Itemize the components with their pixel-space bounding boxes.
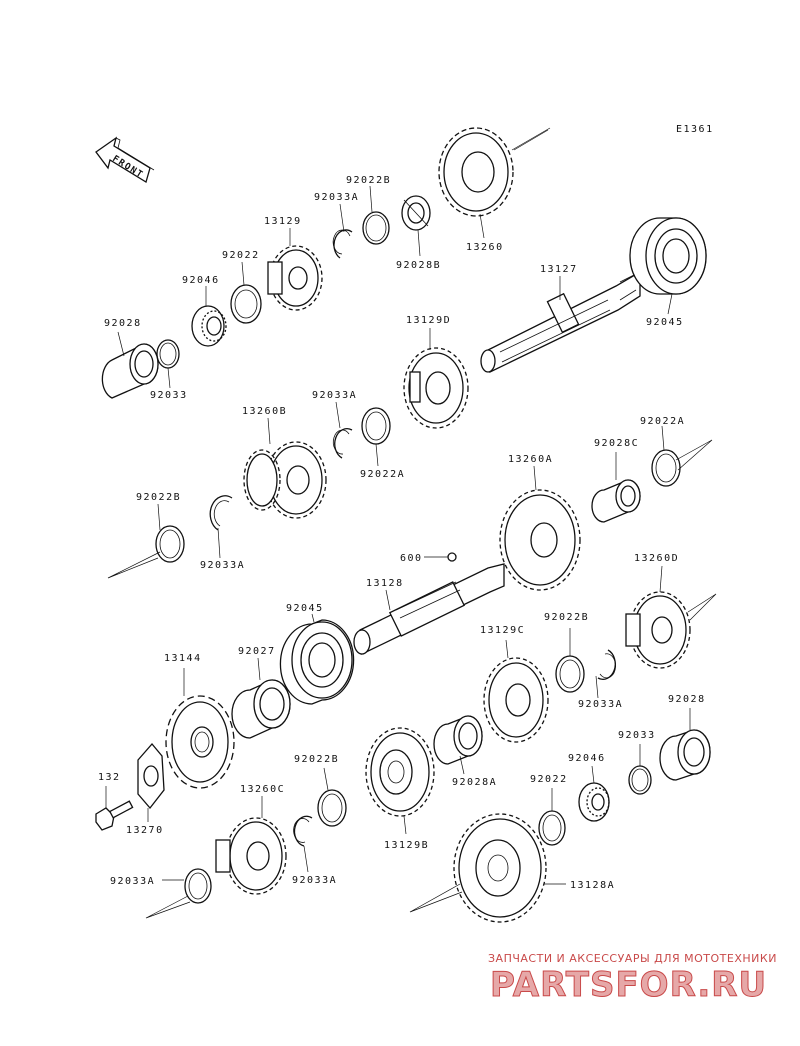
dowel-600 xyxy=(447,552,457,562)
label-92033: 92033 xyxy=(150,390,188,401)
label-92028b: 92028B xyxy=(396,260,441,271)
circlip-92033a-5 xyxy=(293,815,313,847)
collar-92027 xyxy=(231,679,291,739)
label-92045: 92045 xyxy=(646,317,684,328)
washer-92022b xyxy=(362,211,390,245)
label-92033a-3: 92033A xyxy=(200,560,245,571)
label-92028c: 92028C xyxy=(594,438,639,449)
label-92028: 92028 xyxy=(104,318,142,329)
label-13128a: 13128A xyxy=(570,880,615,891)
lock-plate-13270 xyxy=(137,742,165,810)
label-92022b-2: 92022B xyxy=(136,492,181,503)
label-600: 600 xyxy=(400,553,423,564)
needle-bearing-92046 xyxy=(191,305,227,347)
gear-13260 xyxy=(438,127,551,217)
label-92028a: 92028A xyxy=(452,777,497,788)
label-13260c: 13260C xyxy=(240,784,285,795)
label-13144: 13144 xyxy=(164,653,202,664)
label-13128: 13128 xyxy=(366,578,404,589)
label-92033a: 92033A xyxy=(314,192,359,203)
label-13270: 13270 xyxy=(126,825,164,836)
gear-13260d xyxy=(625,591,691,669)
gear-13128a xyxy=(453,813,547,923)
gear-13260b xyxy=(243,441,327,519)
label-92022b-3: 92022B xyxy=(544,612,589,623)
needle-bearing-92028b xyxy=(401,195,431,231)
shaft-13127 xyxy=(480,270,641,373)
watermark: ЗАПЧАСТИ И АКСЕССУАРЫ ДЛЯ МОТОТЕХНИКИ PA… xyxy=(488,952,777,1006)
circlip-92033a-2 xyxy=(334,428,353,459)
label-132: 132 xyxy=(98,772,121,783)
label-92027: 92027 xyxy=(238,646,276,657)
washer-92022b-4 xyxy=(317,789,347,827)
label-92033a-5: 92033A xyxy=(292,875,337,886)
shaft-13128 xyxy=(353,563,505,655)
label-13129b: 13129B xyxy=(384,840,429,851)
label-13129: 13129 xyxy=(264,216,302,227)
ball-bearing-92045-2 xyxy=(279,619,355,705)
label-92022b-4: 92022B xyxy=(294,754,339,765)
front-arrow: FRONT xyxy=(95,136,155,184)
label-92022a: 92022A xyxy=(360,469,405,480)
circlip-92033a xyxy=(333,229,353,259)
label-92022a-2: 92022A xyxy=(640,416,685,427)
gear-13260c xyxy=(215,817,287,895)
washer-92022 xyxy=(230,284,262,324)
circlip-92033a-3 xyxy=(209,495,233,531)
label-13127: 13127 xyxy=(540,264,578,275)
circlip-92033a-4 xyxy=(597,649,616,680)
ball-bearing-92045 xyxy=(629,217,707,295)
label-92022-2: 92022 xyxy=(530,774,568,785)
diagram-code: E1361 xyxy=(676,124,714,135)
gear-13129 xyxy=(267,245,323,311)
collar-92028c xyxy=(591,479,641,523)
label-13260b: 13260B xyxy=(242,406,287,417)
label-13260a: 13260A xyxy=(508,454,553,465)
label-92033a-6: 92033A xyxy=(110,876,155,887)
label-92033-2: 92033 xyxy=(618,730,656,741)
gear-13260a xyxy=(499,489,581,591)
label-92046-2: 92046 xyxy=(568,753,606,764)
label-13260d: 13260D xyxy=(634,553,679,564)
gear-13129c xyxy=(483,657,549,743)
label-92045-2: 92045 xyxy=(286,603,324,614)
label-13129c: 13129C xyxy=(480,625,525,636)
label-92022b: 92022B xyxy=(346,175,391,186)
watermark-subtitle: ЗАПЧАСТИ И АКСЕССУАРЫ ДЛЯ МОТОТЕХНИКИ xyxy=(488,952,777,965)
collar-92028 xyxy=(101,343,159,399)
label-13129d: 13129D xyxy=(406,315,451,326)
label-92033a-2: 92033A xyxy=(312,390,357,401)
watermark-brand: PARTSFOR.RU xyxy=(490,965,767,1005)
collar-92028-2 xyxy=(659,729,711,781)
sprocket-13144 xyxy=(165,695,235,789)
label-92022: 92022 xyxy=(222,250,260,261)
gear-13129d xyxy=(403,347,469,429)
label-92033a-4: 92033A xyxy=(578,699,623,710)
circlip-92033a-6 xyxy=(184,868,212,904)
gear-13129b xyxy=(365,727,435,817)
label-13260: 13260 xyxy=(466,242,504,253)
label-92028-2: 92028 xyxy=(668,694,706,705)
label-92046: 92046 xyxy=(182,275,220,286)
needle-bearing-92028a xyxy=(433,715,483,765)
needle-bearing-92046-2 xyxy=(578,782,610,822)
washer-92022b-2 xyxy=(155,525,185,563)
